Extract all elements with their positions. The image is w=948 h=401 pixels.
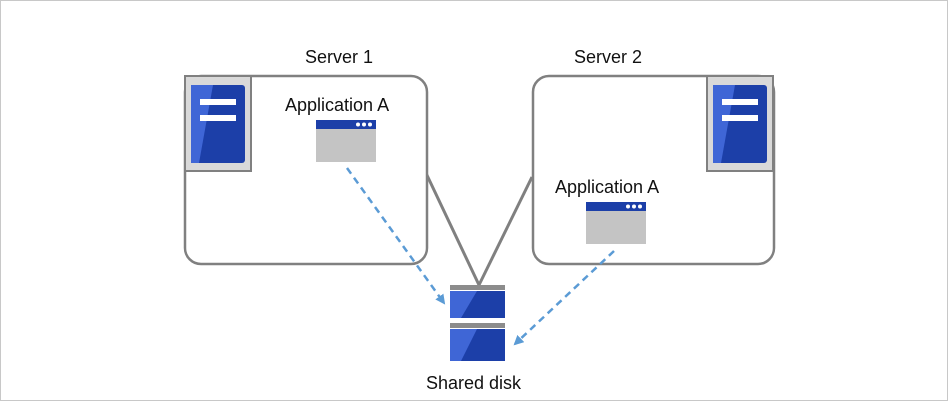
app1-to-disk-arrow [345,167,446,305]
server1-server-icon [184,75,252,172]
shared-disk-label: Shared disk [426,373,522,393]
server1-title: Server 1 [305,47,374,67]
server1-disk-connection [423,170,481,286]
server2-disk-connection [477,176,534,286]
shared-disk-icon [450,285,505,361]
server2-server-icon [706,75,774,172]
app2-to-disk-arrow [513,250,615,346]
server2-app-window-icon [586,202,646,244]
server2-app-label: Application A [555,177,660,197]
server1-app-label: Application A [285,95,390,115]
server2-title: Server 2 [574,47,643,67]
server1-app-window-icon [316,120,376,162]
